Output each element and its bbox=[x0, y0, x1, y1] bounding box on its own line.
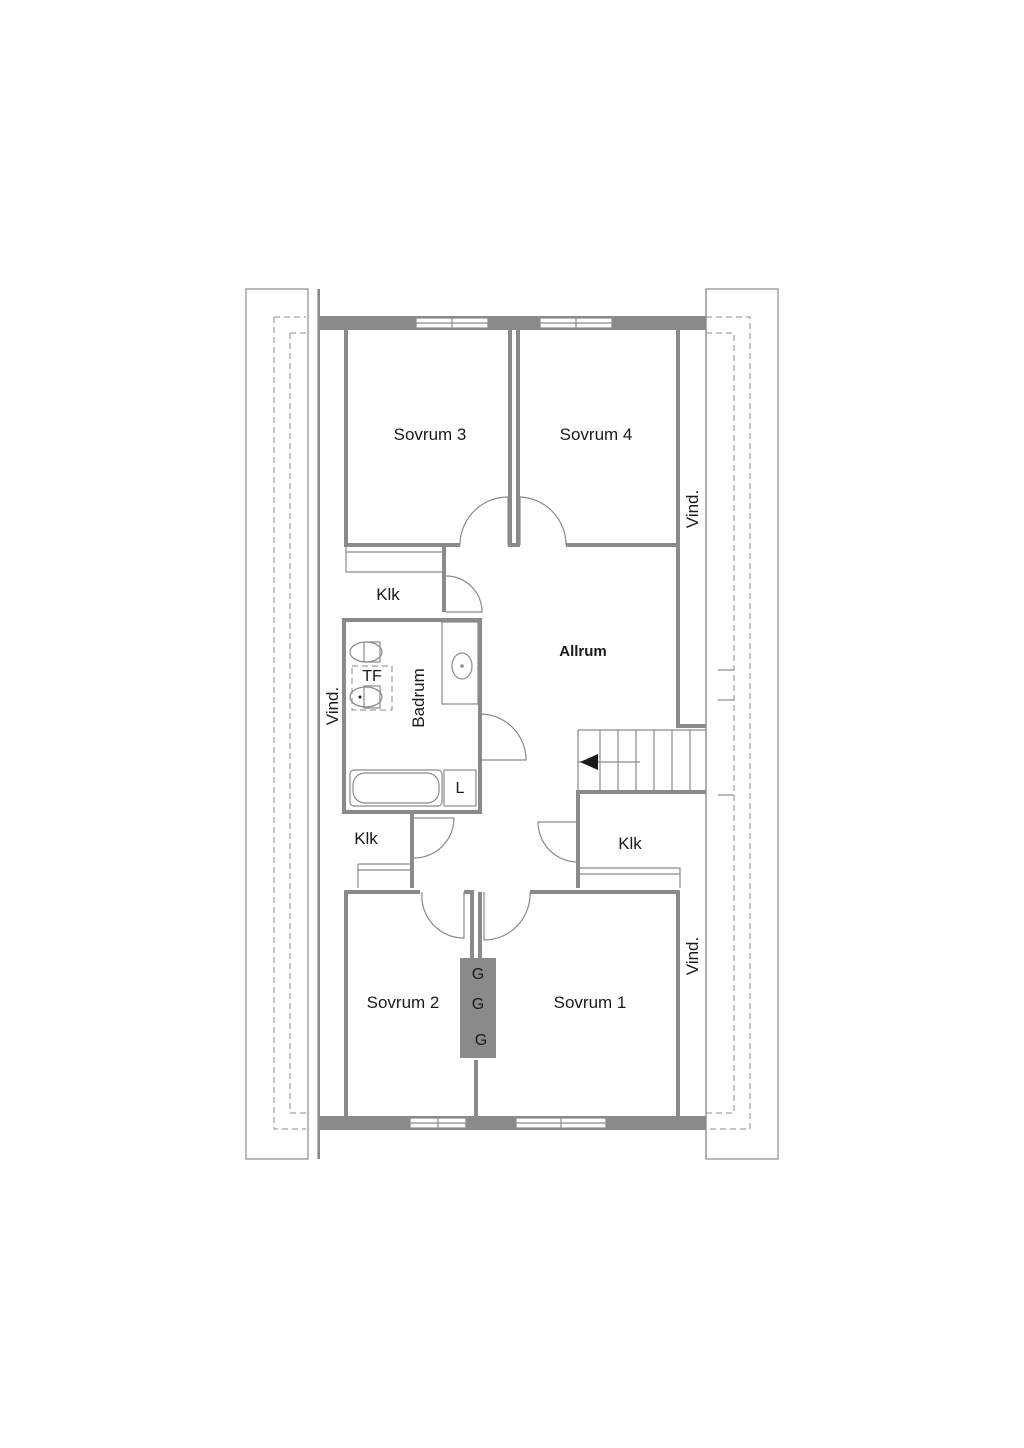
label-allrum: Allrum bbox=[559, 643, 607, 660]
label-sovrum-4: Sovrum 4 bbox=[560, 425, 633, 444]
label-klk-lower-left: Klk bbox=[354, 829, 378, 848]
room-allrum bbox=[576, 545, 706, 822]
label-sovrum-3: Sovrum 3 bbox=[394, 425, 467, 444]
closet-klk-lower-right bbox=[537, 821, 681, 888]
room-sovrum-3 bbox=[344, 330, 520, 573]
windows bbox=[409, 317, 613, 1129]
label-klk-lower-right: Klk bbox=[618, 834, 642, 853]
closet-klk-upper bbox=[442, 545, 483, 613]
label-klk-upper: Klk bbox=[376, 585, 400, 604]
label-vind-right-upper: Vind. bbox=[683, 490, 702, 528]
room-badrum bbox=[342, 618, 527, 814]
roof-strip-left bbox=[245, 288, 309, 1160]
room-sovrum-2 bbox=[344, 890, 478, 1116]
label-vind-right-lower: Vind. bbox=[683, 937, 702, 975]
label-vind-left: Vind. bbox=[323, 687, 342, 725]
label-tf: TF bbox=[362, 668, 382, 685]
label-linen: L bbox=[456, 780, 465, 797]
label-sovrum-1: Sovrum 1 bbox=[554, 993, 627, 1012]
label-sovrum-2: Sovrum 2 bbox=[367, 993, 440, 1012]
roof-strip-right bbox=[705, 288, 779, 1160]
closet-klk-lower-left bbox=[357, 812, 455, 888]
room-sovrum-1 bbox=[478, 890, 680, 1116]
label-chimney-g-2: G bbox=[472, 996, 484, 1013]
label-chimney-g-1: G bbox=[472, 966, 484, 983]
label-chimney-g-3: G bbox=[475, 1032, 487, 1049]
label-badrum: Badrum bbox=[409, 668, 428, 728]
chimney-flues bbox=[460, 958, 496, 1058]
